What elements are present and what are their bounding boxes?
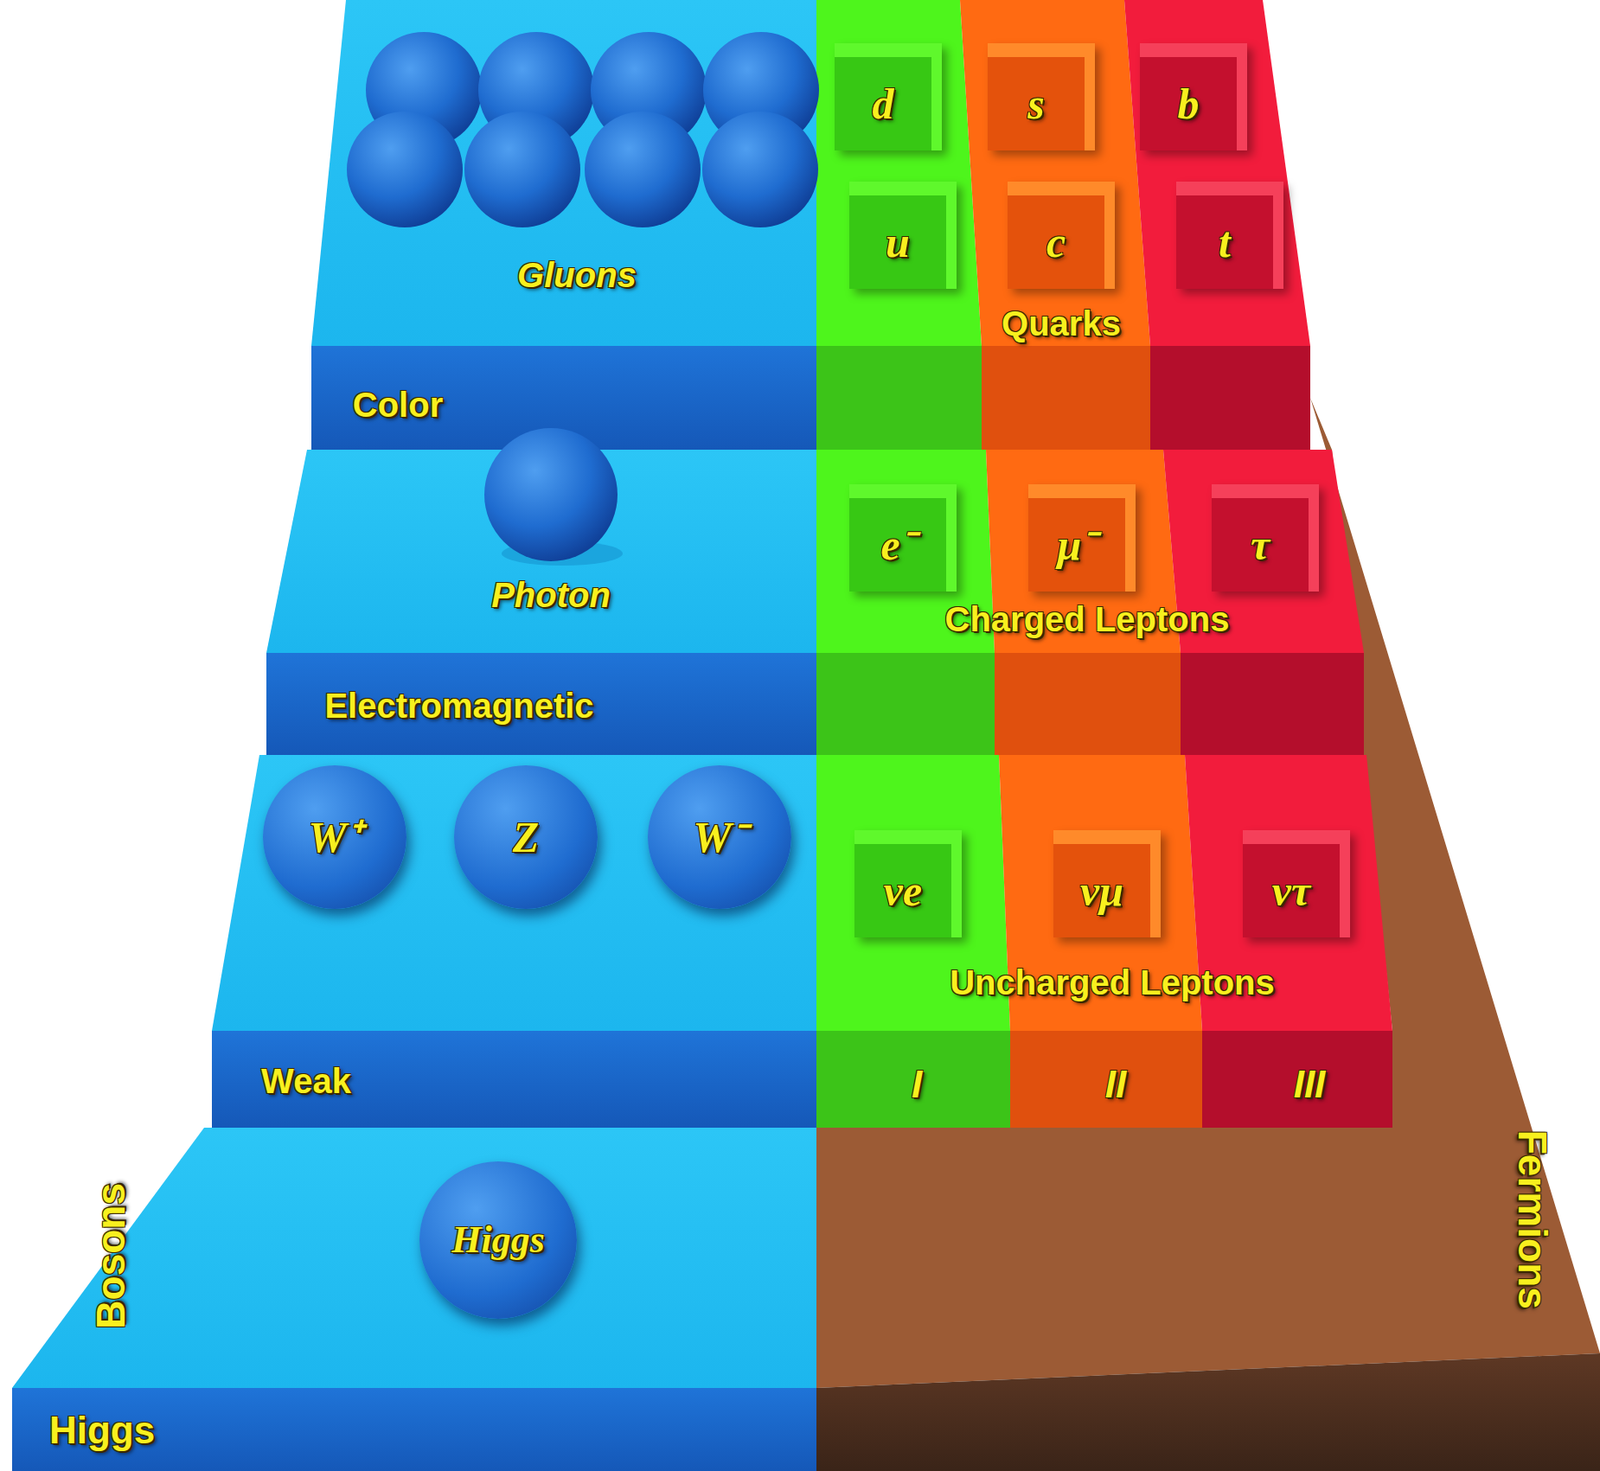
boson-name: Higgs xyxy=(451,1221,545,1260)
fermion-cube: c xyxy=(1007,181,1115,289)
particle-symbol: d xyxy=(872,82,895,126)
boson-name: Z xyxy=(512,815,540,859)
tier-label: Photon xyxy=(491,576,611,615)
tier-label: Gluons xyxy=(517,256,637,295)
tier-label: Higgs xyxy=(49,1409,155,1452)
fermion-cube: ντ xyxy=(1242,830,1351,938)
particle-symbol: s xyxy=(1027,82,1044,126)
particle-symbol: b xyxy=(1177,82,1200,126)
tier-label: Color xyxy=(352,385,443,424)
fermion-tiers xyxy=(816,0,1393,1128)
fermion-cube: νe xyxy=(854,830,962,938)
brown-base xyxy=(816,397,1600,1471)
particle-symbol: c xyxy=(1046,220,1066,264)
boson-sphere: Higgs xyxy=(419,1161,577,1319)
fermion-cube: s xyxy=(987,43,1095,151)
boson-name: W⁺ xyxy=(307,815,361,859)
tier-label: Uncharged Leptons xyxy=(949,963,1275,1002)
fermion-cube: τ xyxy=(1211,484,1319,592)
particle-symbol: μ⁻ xyxy=(1057,523,1097,567)
particle-symbol: e⁻ xyxy=(880,523,915,567)
fermion-cube: νμ xyxy=(1053,830,1161,938)
boson-sphere: W⁻ xyxy=(647,765,792,909)
gluon-spheres xyxy=(346,32,820,228)
boson-tiers xyxy=(12,0,817,1471)
fermion-cube: e⁻ xyxy=(849,484,957,592)
boson-sphere: Z xyxy=(454,765,598,909)
particle-symbol: νe xyxy=(883,869,922,913)
particle-symbol: νμ xyxy=(1080,869,1124,913)
group-label: Bosons xyxy=(89,1183,134,1330)
fermion-cube: u xyxy=(849,181,957,289)
photon-sphere xyxy=(484,428,618,562)
tier-label: II xyxy=(1105,1063,1127,1106)
particle-symbol: t xyxy=(1218,220,1231,264)
group-label: Fermions xyxy=(1510,1129,1556,1309)
particle-symbol: τ xyxy=(1250,523,1270,567)
fermion-cube: μ⁻ xyxy=(1028,484,1136,592)
fermion-cube: b xyxy=(1139,43,1248,151)
fermion-cube: d xyxy=(834,43,942,151)
boson-sphere: W⁺ xyxy=(262,765,407,909)
tier-label: III xyxy=(1293,1063,1326,1106)
tier-label: Charged Leptons xyxy=(945,600,1230,639)
fermion-cube: t xyxy=(1176,181,1284,289)
tier-label: Quarks xyxy=(1001,304,1121,343)
particle-symbol: ντ xyxy=(1272,869,1311,913)
tier-label: I xyxy=(911,1063,922,1106)
boson-name: W⁻ xyxy=(692,815,746,859)
tier-label: Electromagnetic xyxy=(324,686,594,725)
tier-label: Weak xyxy=(261,1062,352,1101)
particle-symbol: u xyxy=(885,220,910,264)
